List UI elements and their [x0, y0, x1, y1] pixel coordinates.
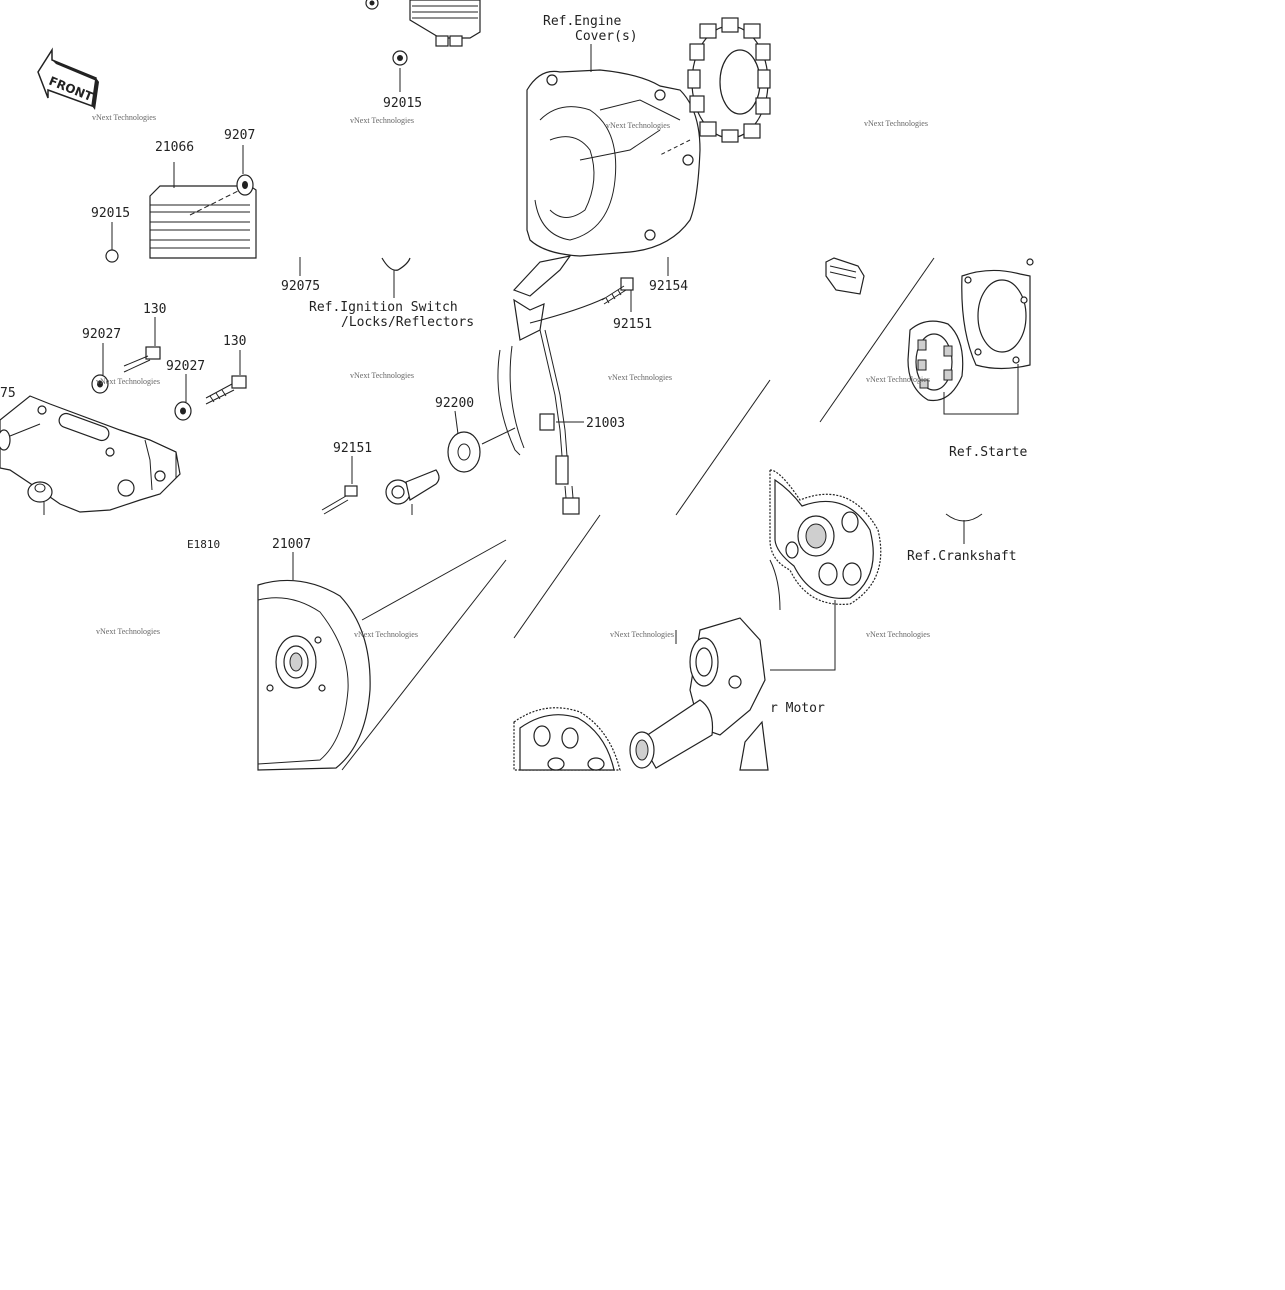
- watermark-12: vNext Technologies: [866, 630, 930, 639]
- part-21003: 21003: [586, 416, 625, 431]
- part-9207: 9207: [224, 128, 255, 143]
- part-92200: 92200: [435, 396, 474, 411]
- part-130-b: 130: [223, 334, 246, 349]
- part-92015-top: 92015: [383, 96, 422, 111]
- nut-92015-left: [105, 222, 119, 263]
- watermark-10: vNext Technologies: [354, 630, 418, 639]
- regulator-top: [365, 0, 481, 47]
- bolt-130-a: [123, 317, 161, 373]
- diagram-code: E1810: [187, 538, 220, 551]
- ref-engine-cover-2: Cover(s): [575, 29, 638, 44]
- watermark-8: vNext Technologies: [866, 375, 930, 384]
- watermark-1: vNext Technologies: [92, 113, 156, 122]
- collar-92027-b: [174, 374, 192, 421]
- ref-starter-motor-partial: r Motor: [770, 701, 825, 716]
- mounting-bracket: [0, 395, 181, 513]
- watermark-11: vNext Technologies: [610, 630, 674, 639]
- part-75-partial: 75: [0, 386, 16, 401]
- part-92151-bottom: 92151: [333, 441, 372, 456]
- collar-92027-a: [91, 343, 109, 394]
- part-92015-left: 92015: [91, 206, 130, 221]
- watermark-9: vNext Technologies: [96, 627, 160, 636]
- watermark-2: vNext Technologies: [350, 116, 414, 125]
- engine-cover: [526, 44, 701, 257]
- watermarks: vNext Technologies vNext Technologies vN…: [92, 113, 930, 639]
- part-92075: 92075: [281, 279, 320, 294]
- ref-crankshaft: Ref.Crankshaft: [907, 549, 1017, 564]
- bolt-92151-bottom: [321, 456, 358, 515]
- part-21066: 21066: [155, 140, 194, 155]
- part-92154: 92154: [649, 279, 688, 294]
- part-92027-b: 92027: [166, 359, 205, 374]
- ref-ignition-2: /Locks/Reflectors: [341, 315, 474, 330]
- watermark-6: vNext Technologies: [350, 371, 414, 380]
- ref-ignition-1: Ref.Ignition Switch: [309, 300, 458, 315]
- starter-clutch: [819, 257, 1034, 423]
- front-arrow-icon: FRONT: [37, 47, 99, 110]
- part-92151-top: 92151: [613, 317, 652, 332]
- ignition-switch-partial: [381, 257, 411, 271]
- grommets: [0, 423, 53, 515]
- stator-coil: [659, 17, 771, 156]
- nut-92015-top: [392, 50, 408, 92]
- part-21007: 21007: [272, 537, 311, 552]
- washer-92200: [447, 410, 516, 473]
- ref-engine-cover-1: Ref.Engine: [543, 14, 621, 29]
- crankshaft: [513, 379, 771, 771]
- bolt-130-b: [205, 350, 247, 405]
- watermark-7: vNext Technologies: [608, 373, 672, 382]
- watermark-4: vNext Technologies: [864, 119, 928, 128]
- watermark-3: vNext Technologies: [606, 121, 670, 130]
- part-92027-a: 92027: [82, 327, 121, 342]
- part-130-a: 130: [143, 302, 166, 317]
- crank-gear: [513, 707, 621, 771]
- flywheel-rotor: [257, 539, 507, 771]
- stator-lead: [497, 255, 606, 515]
- watermark-5: vNext Technologies: [96, 377, 160, 386]
- washer-9207: [236, 145, 254, 196]
- ref-starter-partial: Ref.Starte: [949, 445, 1027, 460]
- starter-gear: [769, 469, 983, 671]
- bolt-92151-top: [601, 277, 634, 312]
- regulator-21066: [149, 162, 257, 259]
- flange-bolt: [385, 469, 440, 515]
